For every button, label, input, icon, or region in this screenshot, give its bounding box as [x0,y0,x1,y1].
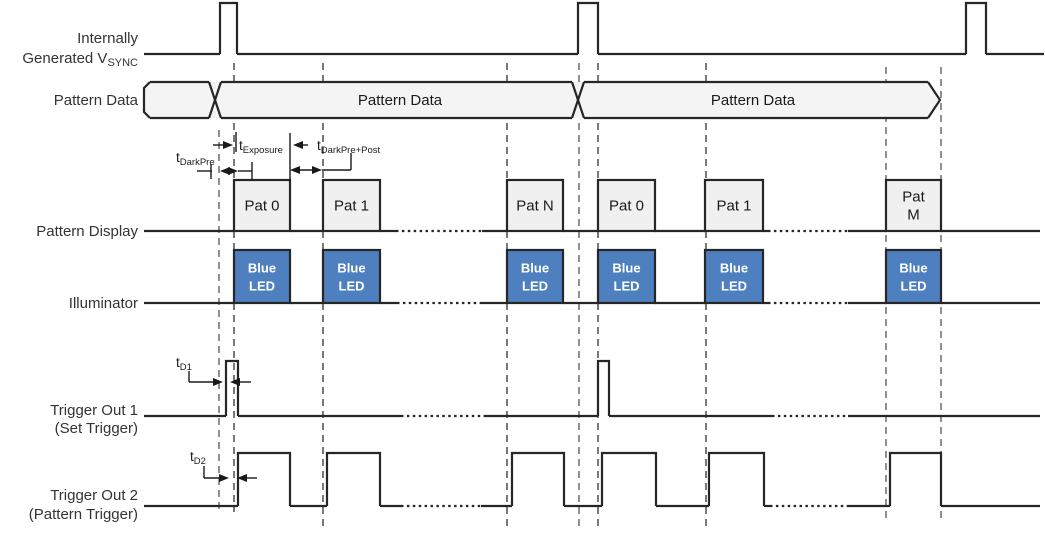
led-label: LED [901,279,927,294]
row-label-vsync-line1: Internally [77,30,138,47]
arrowhead [230,378,240,386]
trigger-out-2-waveform [144,451,1040,508]
pattern-label: Pat [902,189,925,206]
arrowhead [237,474,247,482]
blue-led-box [596,248,657,305]
arrowhead [223,141,233,149]
led-label: LED [614,279,640,294]
row-label-illuminator: Illuminator [69,295,138,312]
pattern-label: Pat N [516,198,554,215]
led-label: Blue [337,261,365,276]
t-darkpre-base: t [176,150,180,165]
t-exposure-label: tExposure [239,138,283,156]
pattern-data-bus [142,80,942,120]
t-d2-base: t [190,449,194,464]
led-label: Blue [248,261,276,276]
arrowhead [219,474,229,482]
vsync-label-base: Generated V [22,50,107,67]
led-label: Blue [521,261,549,276]
blue-led-box [505,248,565,305]
t-exposure-sub: Exposure [243,145,283,156]
pattern-box [703,178,765,233]
t-darkpre-label: tDarkPre [176,150,215,168]
pattern-label: Pat 1 [716,198,751,215]
row-label-trigger-out-1: Trigger Out 1 [50,402,138,419]
t-darkpre-post-label: tDarkPre+Post [317,138,381,156]
led-label: LED [721,279,747,294]
row-label-trigger-out-2: Trigger Out 2 [50,487,138,504]
pattern-box [596,178,657,233]
led-label: Blue [899,261,927,276]
led-label: LED [339,279,365,294]
arrowhead [290,166,300,174]
blue-led-box [884,248,943,305]
row-label-pattern-trigger: (Pattern Trigger) [29,506,138,523]
dashed-gridlines [218,63,942,526]
arrowhead [220,167,230,175]
led-label: Blue [612,261,640,276]
pattern-box [321,178,382,233]
blue-led-box [703,248,765,305]
bus-label-frame2: Pattern Data [711,92,796,109]
row-label-pattern-display: Pattern Display [36,223,138,240]
t-darkpre-post-base: t [317,138,321,153]
led-label: LED [249,279,275,294]
pattern-box [884,178,943,233]
t-exposure-base: t [239,138,243,153]
t-darkpre-sub: DarkPre [180,157,215,168]
t-d1-base: t [176,355,180,370]
arrowhead [312,166,322,174]
led-label: LED [522,279,548,294]
pattern-box [232,178,292,233]
t-darkpre-post-sub: DarkPre+Post [321,145,381,156]
bus-label-frame1: Pattern Data [358,92,443,109]
t-d1-sub: D1 [180,362,192,373]
vsync-label-subscript: SYNC [107,57,138,69]
t-d2-label: tD2 [190,449,206,467]
pattern-label: M [907,207,920,224]
arrowhead [293,141,303,149]
trigger-out-1-waveform [144,359,1040,418]
blue-led-box [232,248,292,305]
row-label-set-trigger: (Set Trigger) [55,420,138,437]
row-label-pattern-data: Pattern Data [54,92,139,109]
pattern-label: Pat 0 [244,198,279,215]
vsync-waveform [144,1,1044,56]
arrowhead [228,167,238,175]
t-d2-sub: D2 [194,456,206,467]
arrowhead [213,378,223,386]
timing-annotations [188,132,352,482]
blue-led-box [321,248,382,305]
led-label: Blue [720,261,748,276]
pattern-label: Pat 0 [609,198,644,215]
row-label-vsync-line2: Generated VSYNC [22,50,138,69]
pattern-label: Pat 1 [334,198,369,215]
pattern-box [505,178,565,233]
t-d1-label: tD1 [176,355,192,373]
